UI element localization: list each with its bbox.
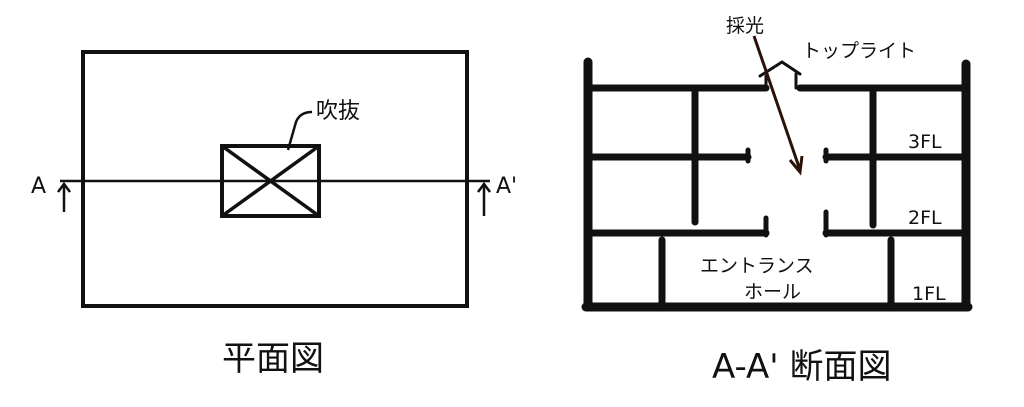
section-arrow-left (57, 181, 71, 212)
section-marker-left: A (31, 174, 46, 199)
section-caption: A-A' 断面図 (712, 347, 891, 387)
plan-caption: 平面図 (222, 339, 324, 379)
section-arrow-right (477, 181, 491, 216)
plan-outline (81, 50, 469, 308)
toplight-label: トップライト (802, 40, 916, 62)
void-leader-line (286, 110, 313, 151)
floor-label-3f: 3FL (908, 131, 942, 153)
hall-label-line2: ホール (744, 281, 801, 303)
floor-label-2f: 2FL (908, 207, 942, 229)
floor-label-1f: 1FL (912, 283, 946, 305)
daylight-arrow (752, 35, 804, 176)
section-view (581, 57, 973, 312)
hall-label-line1: エントランス (700, 255, 814, 277)
void-label: 吹抜 (316, 99, 360, 124)
plan-view: 吹抜 A A' 平面図 (31, 50, 517, 379)
section-marker-right: A' (496, 174, 517, 199)
skylight-label: 採光 (726, 15, 764, 37)
